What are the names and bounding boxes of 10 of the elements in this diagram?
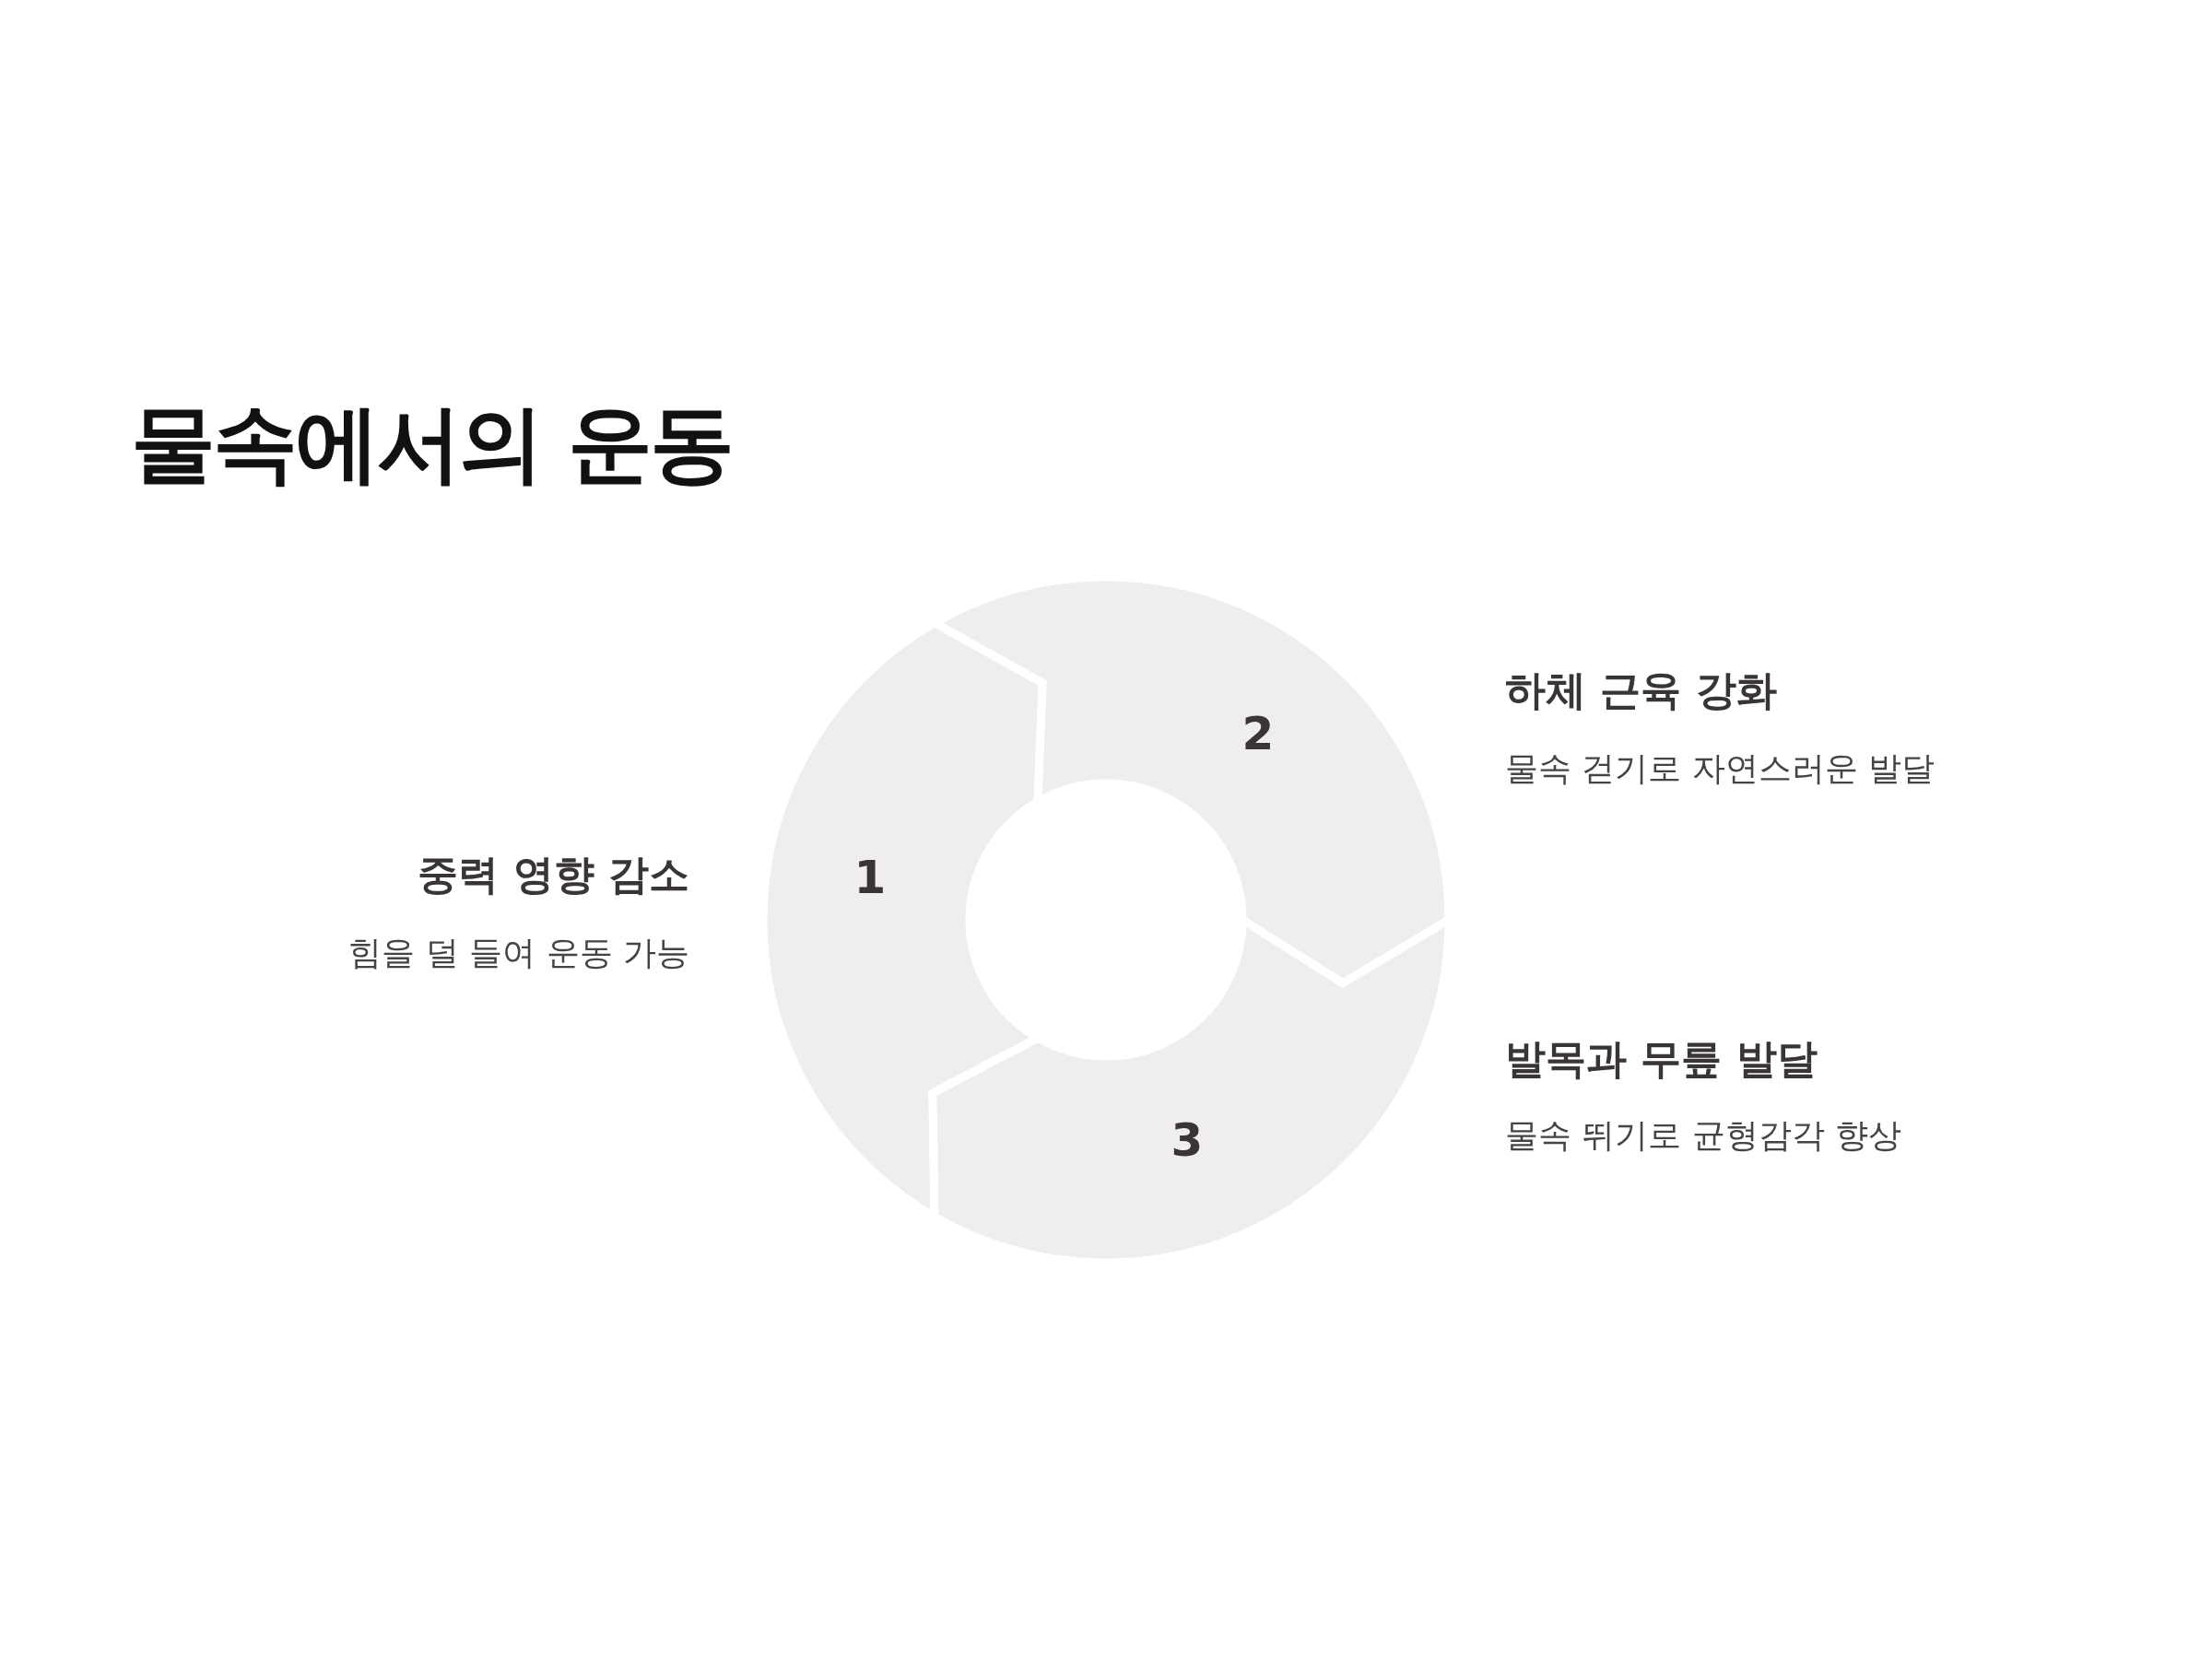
step-number: 2 (1241, 707, 1275, 760)
page-title: 물속에서의 운동 (131, 394, 733, 495)
step-heading: 중력 영향 감소 (418, 850, 689, 900)
step-number: 3 (1171, 1113, 1204, 1167)
step-description: 물속 걷기로 자연스러운 발달 (1505, 748, 1936, 789)
step-heading: 하체 근육 강화 (1505, 665, 1777, 715)
step-description: 힘을 덜 들여 운동 가능 (348, 933, 689, 973)
step-heading: 발목과 무릎 발달 (1505, 1034, 1818, 1084)
step-number: 1 (853, 851, 887, 904)
step-description: 물속 뛰기로 균형감각 향상 (1505, 1115, 1902, 1156)
